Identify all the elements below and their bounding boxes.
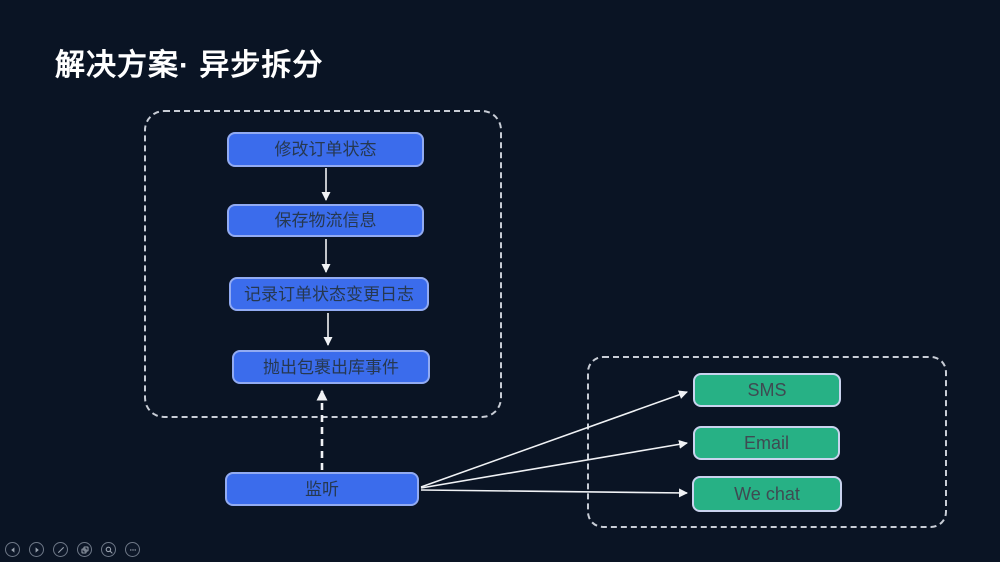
listener-box: 监听 [225,472,419,506]
slide-title: 解决方案· 异步拆分 [55,49,324,82]
next-slide-button[interactable] [29,542,44,557]
flow-step-box-3: 记录订单状态变更日志 [229,277,429,311]
pen-icon [57,546,64,553]
flow-step-box-1: 修改订单状态 [227,132,424,167]
zoom-button[interactable] [101,542,116,557]
channel-box-email: Email [693,426,840,460]
more-options-icon [129,548,136,551]
next-slide-icon [35,546,39,553]
more-options-button[interactable] [125,542,140,557]
see-all-slides-button[interactable] [77,542,92,557]
zoom-icon [105,546,113,554]
channel-box-wechat: We chat [692,476,842,512]
flow-step-box-2: 保存物流信息 [227,204,424,237]
channel-box-sms: SMS [693,373,841,407]
see-all-slides-icon [80,545,89,554]
slideshow-toolbar [5,542,140,557]
previous-slide-button[interactable] [5,542,20,557]
flow-step-box-4: 抛出包裹出库事件 [232,350,430,384]
pen-tools-button[interactable] [53,542,68,557]
previous-slide-icon [10,546,14,553]
